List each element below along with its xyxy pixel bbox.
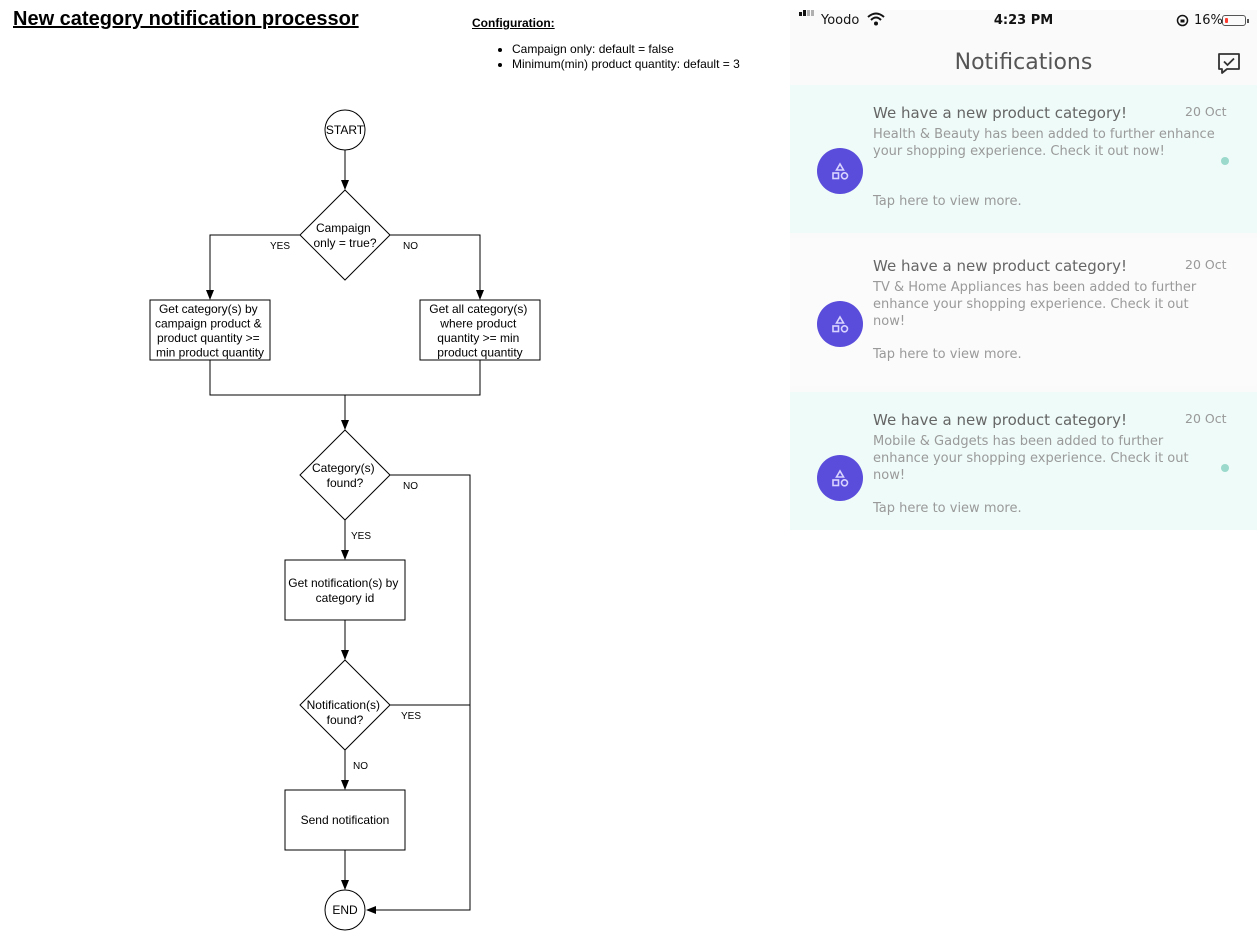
configuration-panel: Configuration: Campaign only: default = … xyxy=(472,16,740,72)
notification-body: Mobile & Gadgets has been added to furth… xyxy=(873,434,1189,483)
edge-category-no xyxy=(366,474,471,914)
decision-category-found xyxy=(299,429,391,521)
process-get-notifications xyxy=(284,559,406,621)
config-item-min-quantity: Minimum(min) product quantity: default =… xyxy=(512,57,740,72)
decision-notification-found xyxy=(299,659,391,751)
battery-percent: 16% xyxy=(1194,13,1223,28)
notification-date: 20 Oct xyxy=(1185,411,1227,426)
wifi-icon xyxy=(867,12,885,26)
page-title: New category notification processor xyxy=(13,8,359,30)
notification-date: 20 Oct xyxy=(1185,257,1227,272)
category-shapes-icon xyxy=(817,148,863,194)
carrier-name: Yoodo xyxy=(821,13,860,28)
phone-screenshot: Yoodo 4:23 PM 16% Notifications We have … xyxy=(790,10,1257,530)
start-label: START xyxy=(326,123,365,137)
configuration-heading: Configuration: xyxy=(472,16,555,30)
battery-level xyxy=(1225,18,1228,23)
configuration-list: Campaign only: default = false Minimum(m… xyxy=(472,42,740,72)
edge-label-notification-no: NO xyxy=(353,761,368,772)
edge-campaign-no xyxy=(390,234,484,300)
orientation-lock-icon xyxy=(1176,14,1189,27)
end-label: END xyxy=(332,903,358,917)
edge-label-notification-yes: YES xyxy=(401,711,421,722)
decision-campaign-label: Campaign only = true? xyxy=(313,221,376,250)
decision-campaign-only xyxy=(299,189,391,281)
edge-label-category-no: NO xyxy=(403,481,418,492)
view-more-link[interactable]: Tap here to view more. xyxy=(873,194,1022,209)
category-shapes-icon xyxy=(817,301,863,347)
config-item-campaign-only: Campaign only: default = false xyxy=(512,42,740,57)
status-time: 4:23 PM xyxy=(993,13,1054,28)
decision-category-label: Category(s) found? xyxy=(312,461,378,490)
edge-campaign-process-merge xyxy=(209,360,345,396)
view-more-link[interactable]: Tap here to view more. xyxy=(873,347,1022,362)
notification-body: TV & Home Appliances has been added to f… xyxy=(873,280,1197,329)
edge-label-category-yes: YES xyxy=(351,531,371,542)
view-more-link[interactable]: Tap here to view more. xyxy=(873,501,1022,516)
start-node xyxy=(324,109,366,151)
edge-label-campaign-no: NO xyxy=(403,241,418,252)
process-notifications-label: Get notification(s) by category id xyxy=(288,576,401,605)
process-campaign-label: Get category(s) by campaign product & pr… xyxy=(155,302,265,360)
process-send-notification xyxy=(284,789,406,851)
notification-body: Health & Beauty has been added to furthe… xyxy=(873,127,1215,159)
screen-title: Notifications xyxy=(954,50,1093,75)
process-get-category-by-campaign xyxy=(149,299,271,361)
category-shapes-icon xyxy=(817,455,863,501)
status-bar: Yoodo 4:23 PM 16% xyxy=(790,10,1257,32)
unread-indicator xyxy=(1221,464,1229,472)
chat-check-icon[interactable] xyxy=(1217,52,1241,76)
notification-item[interactable]: We have a new product category! 20 Oct TV … xyxy=(790,238,1257,386)
battery-icon xyxy=(1222,15,1246,26)
unread-indicator xyxy=(1221,157,1229,165)
edge-label-campaign-yes: YES xyxy=(270,241,290,252)
notification-title: We have a new product category! xyxy=(873,411,1128,429)
notification-date: 20 Oct xyxy=(1185,104,1227,119)
decision-notification-label: Notification(s) found? xyxy=(307,698,384,727)
edge-all-process-merge xyxy=(345,360,481,396)
notification-title: We have a new product category! xyxy=(873,104,1128,122)
flowchart: START Campaign only = true? Get category… xyxy=(149,109,541,931)
process-send-label: Send notification xyxy=(301,813,390,827)
process-all-label: Get all category(s) where product quanti… xyxy=(429,302,530,360)
process-get-all-categories xyxy=(419,299,541,361)
edge-campaign-yes xyxy=(206,234,300,300)
notification-title: We have a new product category! xyxy=(873,257,1128,275)
end-node xyxy=(324,889,366,931)
